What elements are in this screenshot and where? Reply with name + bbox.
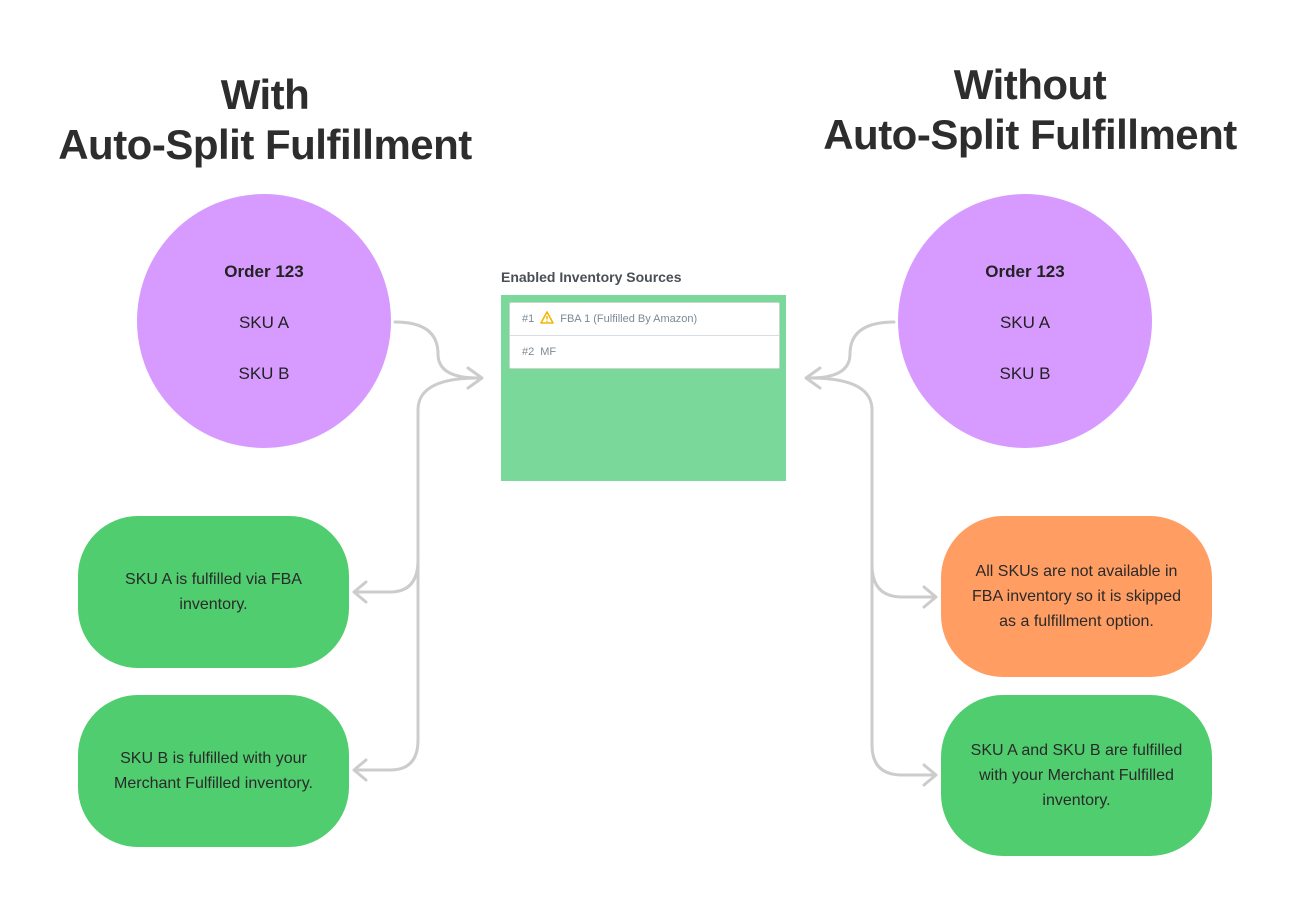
title-without-line2: Auto-Split Fulfillment [823,111,1237,158]
result-text: SKU A is fulfilled via FBA inventory. [125,571,302,613]
order-sku-b: SKU B [999,364,1051,383]
order-circle-left: Order 123 SKU A SKU B [137,194,391,448]
source-rank: #1 [522,313,535,325]
inventory-sources-heading: Enabled Inventory Sources [501,269,682,285]
inventory-sources-panel: #1 FBA 1 (Fulfilled By Amazon) #2 MF [501,295,786,481]
order-sku-a: SKU A [999,313,1051,332]
arrowhead-left-mf [352,758,368,782]
source-label: FBA 1 (Fulfilled By Amazon) [560,313,698,325]
arrow-right-order-to-sources [808,320,896,380]
order-sku-a: SKU A [238,313,290,332]
order-sku-b: SKU B [238,364,290,383]
result-without-all-mf: SKU A and SKU B are fulfilled with your … [941,695,1212,856]
result-text: SKU B is fulfilled with your Merchant Fu… [114,750,313,792]
inventory-source-list: #1 FBA 1 (Fulfilled By Amazon) #2 MF [509,302,780,369]
arrow-right-trunk [808,376,936,777]
inventory-source-mf[interactable]: #2 MF [510,335,779,368]
source-label: MF [540,346,557,358]
title-without-auto-split: Without Auto-Split Fulfillment [800,60,1260,160]
result-with-sku-a-fba: SKU A is fulfilled via FBA inventory. [78,516,349,668]
arrowhead-right-sources [804,366,822,390]
title-with-line2: Auto-Split Fulfillment [58,121,472,168]
result-text: All SKUs are not available in FBA invent… [972,563,1181,630]
title-with-line1: With [220,71,310,118]
order-title: Order 123 [224,262,304,281]
arrowhead-right-mf [922,763,938,787]
title-without-line1: Without [953,61,1107,108]
arrow-right-branch-fba [870,563,936,599]
result-text: SKU A and SKU B are fulfilled with your … [970,742,1183,809]
arrow-left-trunk [354,376,480,772]
result-with-sku-b-mf: SKU B is fulfilled with your Merchant Fu… [78,695,349,847]
title-with-auto-split: With Auto-Split Fulfillment [40,70,490,170]
arrow-left-branch-fba [354,558,420,594]
source-rank: #2 [522,346,535,358]
arrow-left-order-to-sources [393,320,480,380]
order-circle-right: Order 123 SKU A SKU B [898,194,1152,448]
arrowhead-left-sources [466,366,484,390]
order-title: Order 123 [985,262,1065,281]
result-without-fba-skipped: All SKUs are not available in FBA invent… [941,516,1212,677]
warning-icon [540,305,555,337]
arrowhead-right-fba [922,585,938,609]
inventory-source-fba[interactable]: #1 FBA 1 (Fulfilled By Amazon) [510,303,779,335]
arrowhead-left-fba [352,580,368,604]
